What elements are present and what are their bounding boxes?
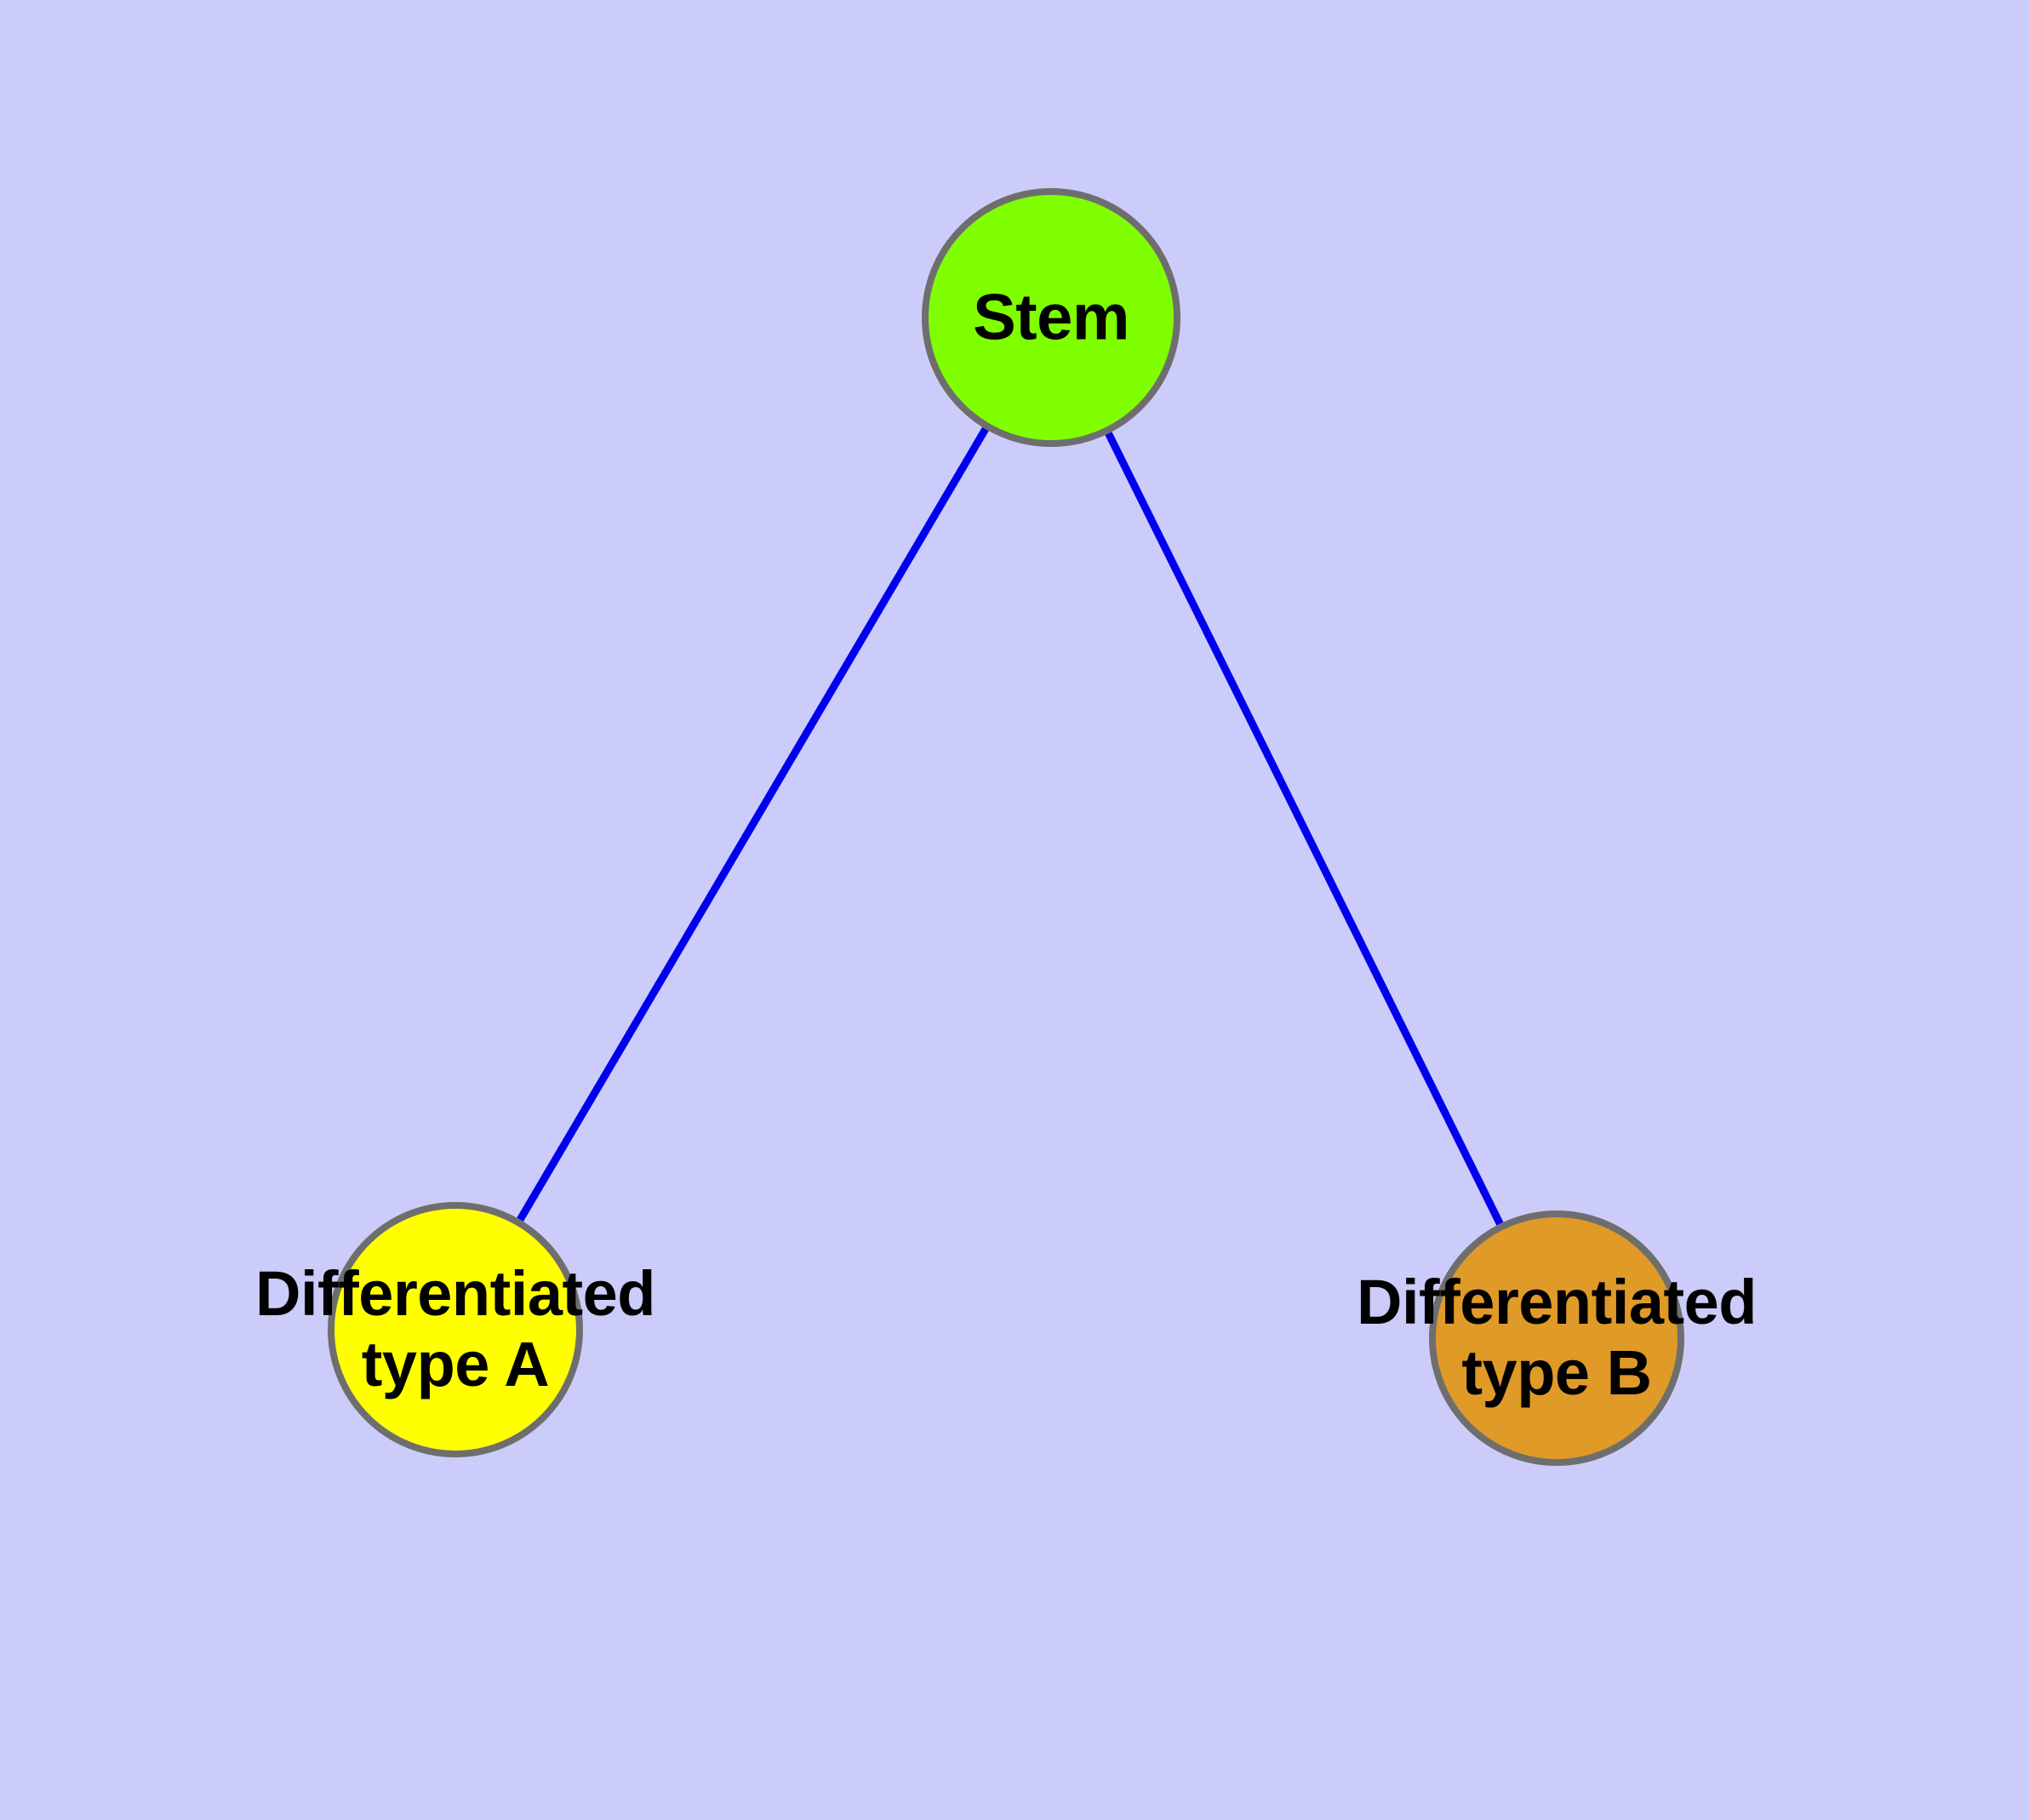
node-stem[interactable]: Stem (922, 188, 1180, 447)
edge-stem-to-differentiated-type-a[interactable] (517, 426, 989, 1222)
edge-stem-to-differentiated-type-b[interactable] (1105, 432, 1504, 1226)
node-stem-label: Stem (973, 281, 1129, 354)
node-differentiated-type-a[interactable] (328, 1202, 583, 1457)
node-differentiated-type-b[interactable] (1429, 1210, 1684, 1466)
